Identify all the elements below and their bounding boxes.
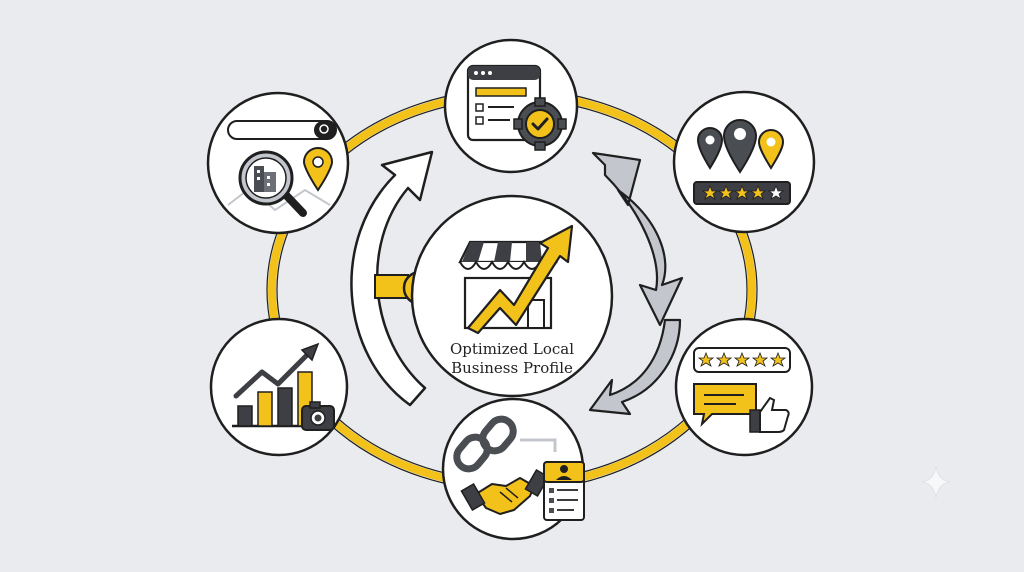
center-title-line1: Optimized Local xyxy=(450,340,574,358)
profile-card-icon xyxy=(543,461,585,521)
reviews-feedback-node xyxy=(674,317,814,457)
sparkle-icon xyxy=(921,465,951,499)
thumbs-up-icon xyxy=(749,396,790,433)
rating-bar-stars-icon xyxy=(693,181,791,205)
handshake-icon xyxy=(460,468,550,515)
center-title-line2: Business Profile xyxy=(451,359,573,377)
map-pins-rating-node xyxy=(672,90,816,234)
website-settings-node xyxy=(443,38,579,174)
magnifier-building-icon xyxy=(238,150,307,217)
backlinks-partnerships-node xyxy=(441,397,585,541)
map-pins-icon xyxy=(696,119,785,174)
local-search-node xyxy=(206,91,350,235)
star-rating-bubble-icon xyxy=(693,347,791,373)
map-pin-icon xyxy=(302,147,334,192)
speech-bubble-icon xyxy=(693,383,757,428)
camera-icon xyxy=(301,401,335,431)
search-bar-icon xyxy=(227,120,337,140)
trend-arrow-icon xyxy=(233,342,320,399)
center-profile-node: Optimized Local Business Profile xyxy=(410,194,614,398)
gear-check-icon xyxy=(513,97,567,151)
analytics-photos-node xyxy=(209,317,349,457)
growth-arrow-icon xyxy=(466,224,574,335)
chain-link-icon xyxy=(453,415,517,473)
right-cycle-arrows xyxy=(588,151,684,416)
